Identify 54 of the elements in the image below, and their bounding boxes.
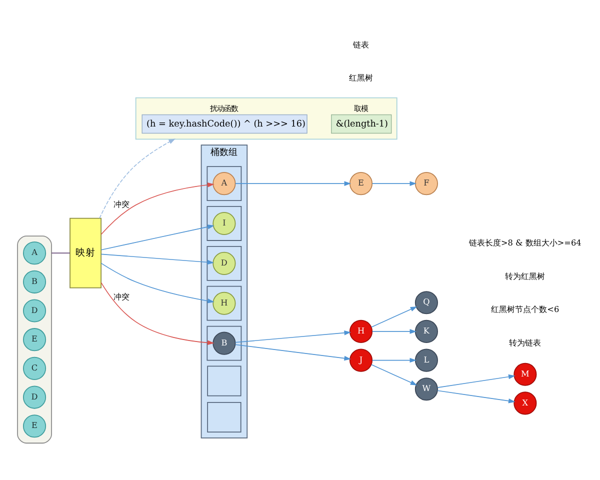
node-circle: B bbox=[22, 270, 46, 293]
arrow bbox=[100, 224, 214, 250]
node-circle: E bbox=[22, 328, 46, 351]
edge-label: 冲突 bbox=[113, 198, 130, 209]
node-circle: J bbox=[349, 348, 373, 372]
node-circle: E bbox=[349, 172, 373, 195]
connector bbox=[51, 252, 70, 253]
label: 链表长度>8 & 数组大小>=64 bbox=[469, 237, 582, 248]
node-circle: M bbox=[514, 362, 537, 386]
arrow bbox=[437, 374, 516, 388]
node-circle: Q bbox=[414, 290, 438, 314]
node-circle: X bbox=[514, 391, 537, 414]
arrow bbox=[437, 390, 516, 403]
arrow bbox=[234, 330, 352, 342]
node-label: 扰动函数 bbox=[210, 104, 238, 113]
node-circle: F bbox=[414, 172, 438, 195]
node-circle: L bbox=[414, 348, 438, 372]
node-circle: E bbox=[22, 414, 46, 438]
node-circle: K bbox=[414, 319, 438, 342]
arrow bbox=[234, 180, 352, 186]
edge-label: 冲突 bbox=[113, 291, 130, 302]
arrow bbox=[372, 180, 417, 186]
arrow bbox=[372, 357, 417, 362]
node-circle: B bbox=[212, 331, 236, 354]
label: 红黑树 bbox=[349, 72, 374, 82]
arrow bbox=[234, 344, 352, 360]
cluster bbox=[135, 96, 398, 140]
node-circle: A bbox=[22, 241, 46, 264]
arrow bbox=[99, 138, 176, 218]
node-box: 映射 bbox=[70, 217, 102, 288]
arrow bbox=[100, 182, 214, 234]
node-circle: I bbox=[212, 211, 236, 235]
label: 转为红黑树 bbox=[505, 270, 546, 280]
node-circle: D bbox=[212, 251, 236, 274]
arrow bbox=[100, 253, 214, 264]
node-circle: W bbox=[414, 377, 438, 400]
node-circle: H bbox=[212, 291, 236, 314]
node-box bbox=[207, 402, 242, 432]
cluster bbox=[17, 235, 52, 444]
label: 链表 bbox=[353, 38, 370, 49]
node-circle: D bbox=[22, 385, 46, 408]
node-circle: C bbox=[22, 356, 46, 380]
node-circle: A bbox=[212, 172, 236, 195]
label: 转为链表 bbox=[509, 336, 542, 347]
node-label: 取模 bbox=[354, 104, 368, 113]
label: 红黑树节点个数<6 bbox=[491, 304, 560, 314]
arrow bbox=[100, 282, 214, 345]
arrow bbox=[100, 262, 214, 303]
node-box bbox=[207, 365, 242, 396]
node-circle: D bbox=[22, 298, 46, 322]
arrow bbox=[371, 364, 418, 385]
arrow bbox=[371, 306, 418, 327]
arrow bbox=[372, 328, 417, 334]
node-circle: H bbox=[349, 319, 373, 342]
